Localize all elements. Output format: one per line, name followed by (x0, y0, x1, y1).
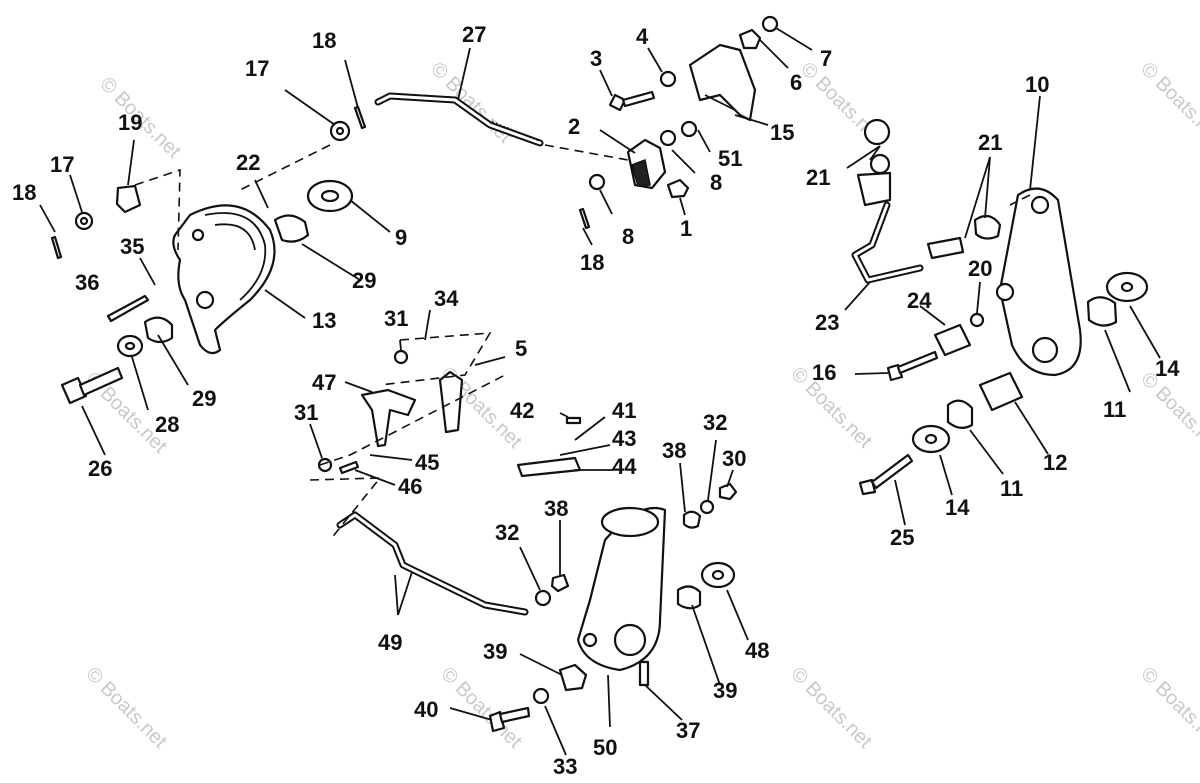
callout-23: 23 (815, 310, 839, 335)
callout-9: 9 (395, 225, 407, 250)
callout-39b: 39 (713, 678, 737, 703)
cotter-pin-part (50, 105, 591, 260)
small-link-part (360, 370, 582, 478)
throttle-lever-part (626, 138, 667, 190)
callout-28: 28 (155, 412, 179, 437)
callout-46: 46 (398, 474, 422, 499)
throttle-cam-part (172, 204, 276, 355)
callout-16: 16 (812, 360, 836, 385)
bracket-part (688, 43, 757, 122)
watermark-group: © Boats.net (1136, 58, 1200, 148)
callout-26: 26 (88, 456, 112, 481)
callout-32: 32 (703, 410, 727, 435)
callout-30: 30 (722, 446, 746, 471)
callout-27: 27 (462, 22, 486, 47)
watermark: © Boats.net (1136, 58, 1200, 148)
callout-3: 3 (590, 46, 602, 71)
callout-51: 51 (718, 146, 742, 171)
callout-34: 34 (434, 286, 459, 311)
callout-18b: 18 (12, 180, 36, 205)
callout-21: 21 (978, 130, 1002, 155)
callout-32b: 32 (495, 520, 519, 545)
callout-37: 37 (676, 718, 700, 743)
callout-5: 5 (515, 336, 527, 361)
callout-36: 36 (75, 270, 99, 295)
link-arm-part (995, 187, 1082, 377)
callout-44: 44 (612, 454, 637, 479)
callout-47: 47 (312, 370, 336, 395)
callout-15: 15 (770, 120, 794, 145)
washer-part (74, 15, 1149, 705)
watermark: © Boats.net (81, 663, 171, 753)
callout-17: 17 (245, 56, 269, 81)
callout-39: 39 (483, 639, 507, 664)
callout-35: 35 (120, 234, 144, 259)
watermark: © Boats.net (426, 58, 516, 148)
leader-lines (39, 27, 1161, 756)
callout-6: 6 (790, 70, 802, 95)
callout-1: 1 (680, 216, 692, 241)
callout-14b: 14 (945, 495, 970, 520)
callout-12: 12 (1043, 450, 1067, 475)
callout-33: 33 (553, 754, 577, 779)
callout-38: 38 (662, 438, 686, 463)
callout-labels: 1 2 3 4 5 6 7 8 8 9 10 11 11 12 13 14 14… (12, 22, 1180, 779)
callout-4: 4 (636, 24, 649, 49)
callout-18c: 18 (580, 250, 604, 275)
callout-10: 10 (1025, 72, 1049, 97)
callout-17b: 17 (50, 152, 74, 177)
watermark-group: © Boats.net (1136, 663, 1200, 753)
nut-part (115, 28, 1118, 692)
watermark: © Boats.net (786, 663, 876, 753)
callout-22: 22 (236, 150, 260, 175)
callout-25: 25 (890, 525, 914, 550)
callout-43: 43 (612, 426, 636, 451)
callout-24: 24 (907, 288, 932, 313)
callout-41: 41 (612, 398, 636, 423)
callout-49: 49 (378, 630, 402, 655)
callout-31: 31 (384, 306, 408, 331)
callout-11: 11 (1103, 397, 1126, 422)
watermark-group: © Boats.net (436, 663, 526, 753)
callout-38b: 38 (544, 496, 568, 521)
callout-29b: 29 (192, 386, 216, 411)
watermark: © Boats.net (1136, 663, 1200, 753)
callout-20: 20 (968, 256, 992, 281)
link-rod-part (851, 118, 965, 284)
callout-21b: 21 (806, 165, 830, 190)
watermark: © Boats.net (436, 663, 526, 753)
callout-31b: 31 (294, 400, 318, 425)
watermark-group: © Boats.net (1136, 368, 1200, 458)
watermark-group: © Boats.net (81, 663, 171, 753)
callout-45: 45 (415, 450, 439, 475)
shift-rod-part (336, 511, 529, 616)
guide-lines (134, 144, 1031, 541)
callout-11b: 11 (1000, 476, 1023, 501)
callout-50: 50 (593, 735, 617, 760)
callout-14: 14 (1155, 356, 1180, 381)
sleeve-part (933, 323, 1024, 412)
callout-13: 13 (312, 308, 336, 333)
callout-8b: 8 (622, 224, 634, 249)
callout-29: 29 (352, 268, 376, 293)
shift-lever-part (576, 506, 667, 687)
callout-2: 2 (568, 114, 580, 139)
callout-8: 8 (710, 170, 722, 195)
watermark-group: © Boats.net (426, 58, 516, 148)
callout-42: 42 (510, 398, 534, 423)
callout-19: 19 (118, 110, 142, 135)
watermark-group: © Boats.net (786, 663, 876, 753)
throttle-rod-part (374, 92, 544, 147)
watermark: © Boats.net (1136, 368, 1200, 458)
bolt-part (60, 90, 939, 733)
callout-7: 7 (820, 46, 832, 71)
callout-18: 18 (312, 28, 336, 53)
callout-40: 40 (414, 697, 438, 722)
callout-48: 48 (745, 638, 769, 663)
